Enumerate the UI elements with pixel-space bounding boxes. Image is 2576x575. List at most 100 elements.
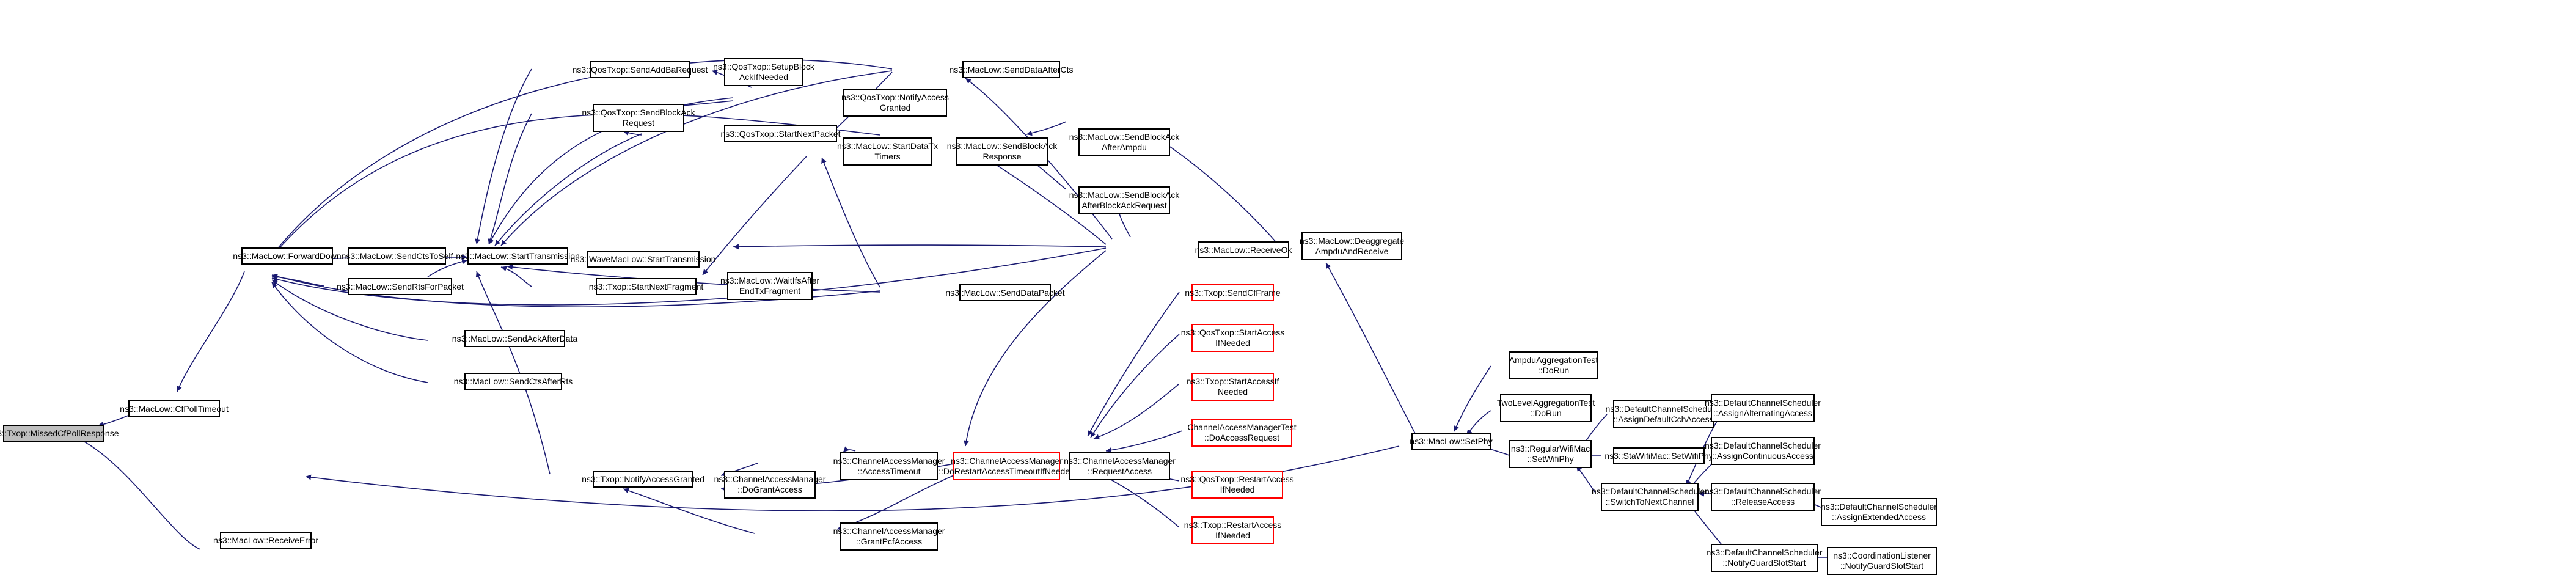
- node-cmtest[interactable]: ChannelAccessManagerTest::DoAccessReques…: [1187, 419, 1297, 447]
- node-label-line: ns3::MacLow::CfPollTimeout: [120, 403, 229, 414]
- edge-cdorestart-catimeout2: [843, 446, 856, 453]
- node-label-line: ::DoAccessRequest: [1204, 433, 1279, 442]
- node-label-line: ns3::MacLow::SetPhy: [1410, 436, 1493, 446]
- node-label: ns3::MacLow::SendCtsToSelf: [342, 251, 453, 262]
- node-catimeout[interactable]: ns3::ChannelAccessManager::AccessTimeout: [833, 452, 945, 480]
- node-label: ns3::DefaultChannelScheduler::AssignCont…: [1705, 441, 1821, 461]
- node-sched-notify[interactable]: ns3::DefaultChannelScheduler::NotifyGuar…: [1707, 544, 1822, 572]
- node-sched-switch[interactable]: ns3::DefaultChannelScheduler::SwitchToNe…: [1592, 483, 1708, 511]
- edge-rok-cdorestart: [963, 250, 1107, 447]
- node-label-line: ns3::Txop::MissedCfPollResponse: [0, 428, 119, 438]
- node-twolevel[interactable]: TwoLevelAggregationTest::DoRun: [1496, 394, 1595, 422]
- edge-ampdutest-setphy: [1454, 365, 1491, 432]
- node-label: AmpduAggregationTest::DoRun: [1509, 355, 1598, 376]
- node-label: ns3::Txop::NotifyAccessGranted: [582, 474, 704, 485]
- node-label: ns3::MacLow::SetPhy: [1410, 436, 1492, 447]
- node-recverr[interactable]: ns3::MacLow::ReceiveError: [213, 532, 318, 549]
- node-label-line: ::RequestAccess: [1087, 466, 1152, 476]
- node-label-line: ns3::RegularWifiMac: [1510, 444, 1590, 453]
- node-starttx[interactable]: ns3::MacLow::StartTransmission: [456, 247, 580, 265]
- node-setphy[interactable]: ns3::MacLow::SetPhy: [1410, 433, 1493, 450]
- node-notify[interactable]: ns3::Txop::NotifyAccessGranted: [582, 471, 704, 488]
- node-label-line: IfNeeded: [1215, 338, 1250, 348]
- node-label-line: ns3::DefaultChannelScheduler: [1705, 398, 1821, 408]
- edge-sdp-datatimers: [821, 157, 880, 288]
- node-label: ChannelAccessManagerTest::DoAccessReques…: [1187, 422, 1296, 443]
- node-sched-alt[interactable]: ns3::DefaultChannelScheduler::AssignAlte…: [1705, 394, 1821, 422]
- node-label-line: TwoLevelAggregationTest: [1496, 398, 1595, 408]
- node-coord[interactable]: ns3::CoordinationListener::NotifyGuardSl…: [1827, 547, 1937, 575]
- node-sched-ext[interactable]: ns3::DefaultChannelScheduler::AssignExte…: [1821, 498, 1937, 526]
- node-rtspkt[interactable]: ns3::MacLow::SendRtsForPacket: [337, 278, 464, 295]
- node-sched-cont[interactable]: ns3::DefaultChannelScheduler::AssignCont…: [1705, 437, 1821, 465]
- node-addba[interactable]: ns3::QosTxop::SendAddBaRequest: [573, 61, 708, 78]
- node-cfpoll[interactable]: ns3::MacLow::CfPollTimeout: [120, 400, 229, 417]
- node-sched-release[interactable]: ns3::DefaultChannelScheduler::ReleaseAcc…: [1705, 483, 1821, 511]
- node-label: ns3::MacLow::SendCtsAfterRts: [454, 376, 573, 387]
- node-label: ns3::Txop::SendCfFrame: [1185, 288, 1280, 298]
- node-label: ns3::MacLow::CfPollTimeout: [120, 404, 229, 414]
- node-cdorestart[interactable]: ns3::ChannelAccessManager::DoRestartAcce…: [939, 452, 1075, 480]
- node-label-line: EndTxFragment: [739, 286, 801, 296]
- node-sdac[interactable]: ns3::MacLow::SendDataAfterCts: [949, 61, 1074, 78]
- node-label-line: ns3::MacLow::ReceiveError: [213, 535, 318, 545]
- node-txcf[interactable]: ns3::Txop::SendCfFrame: [1185, 284, 1281, 301]
- node-label-line: ::AssignAlternatingAccess: [1713, 408, 1812, 418]
- node-cpcf[interactable]: ns3::ChannelAccessManager::GrantPcfAcces…: [833, 522, 945, 551]
- node-label-line: AckIfNeeded: [739, 72, 789, 82]
- edge-qnotify-starttx: [488, 97, 734, 245]
- node-cgrant[interactable]: ns3::ChannelAccessManager::DoGrantAccess: [714, 471, 825, 499]
- node-sched-default[interactable]: ns3::DefaultChannelScheduler::AssignDefa…: [1606, 400, 1721, 428]
- node-label-line: Needed: [1217, 387, 1248, 397]
- edge-recverr-root: [67, 433, 201, 550]
- node-label-line: ns3::MacLow::SendDataPacket: [945, 287, 1065, 298]
- node-ctsself[interactable]: ns3::MacLow::SendCtsToSelf: [342, 247, 453, 265]
- node-ackdata[interactable]: ns3::MacLow::SendAckAfterData: [452, 330, 577, 347]
- node-creq[interactable]: ns3::ChannelAccessManager::RequestAccess: [1064, 452, 1176, 480]
- edge-qnext-starttx: [494, 133, 642, 246]
- node-label-line: ns3::MacLow::SendBlockAck: [1069, 132, 1180, 142]
- node-label-line: ::ReleaseAccess: [1730, 497, 1795, 507]
- node-root[interactable]: ns3::Txop::MissedCfPollResponse: [0, 425, 119, 442]
- node-label-line: Response: [982, 152, 1022, 161]
- node-ctsrts[interactable]: ns3::MacLow::SendCtsAfterRts: [454, 373, 573, 390]
- node-stawifi[interactable]: ns3::StaWifiMac::SetWifiPhy: [1605, 447, 1713, 464]
- node-label-line: ns3::MacLow::SendCtsAfterRts: [453, 376, 573, 386]
- node-sdp[interactable]: ns3::MacLow::SendDataPacket: [945, 284, 1065, 301]
- node-label-line: ns3::MacLow::SendBlockAck: [946, 141, 1058, 151]
- edge-ackdata-fwd: [271, 279, 428, 341]
- node-label-line: ns3::QosTxop::StartNextPacket: [720, 128, 841, 139]
- node-nextfrag[interactable]: ns3::Txop::StartNextFragment: [589, 278, 703, 295]
- node-label-line: ns3::MacLow::StartTransmission: [456, 251, 580, 261]
- node-ampdutest[interactable]: AmpduAggregationTest::DoRun: [1509, 351, 1598, 379]
- node-qnext[interactable]: ns3::QosTxop::StartNextPacket: [720, 125, 841, 142]
- node-label-line: ns3::ChannelAccessManager: [1064, 456, 1176, 466]
- node-label: ns3::MacLow::ReceiveError: [213, 535, 318, 546]
- node-rok[interactable]: ns3::MacLow::ReceiveOk: [1195, 241, 1292, 258]
- node-wavest[interactable]: ns3::WaveMacLow::StartTransmission: [571, 251, 715, 268]
- node-label-line: ns3::WaveMacLow::StartTransmission: [570, 254, 716, 264]
- edge-qsa-creq: [1090, 334, 1180, 438]
- node-regwifi[interactable]: ns3::RegularWifiMac::SetWifiPhy: [1509, 440, 1592, 468]
- node-label: ns3::DefaultChannelScheduler::AssignAlte…: [1705, 398, 1821, 419]
- node-fwd[interactable]: ns3::MacLow::ForwardDown: [233, 247, 342, 265]
- node-label-line: Timers: [874, 152, 901, 161]
